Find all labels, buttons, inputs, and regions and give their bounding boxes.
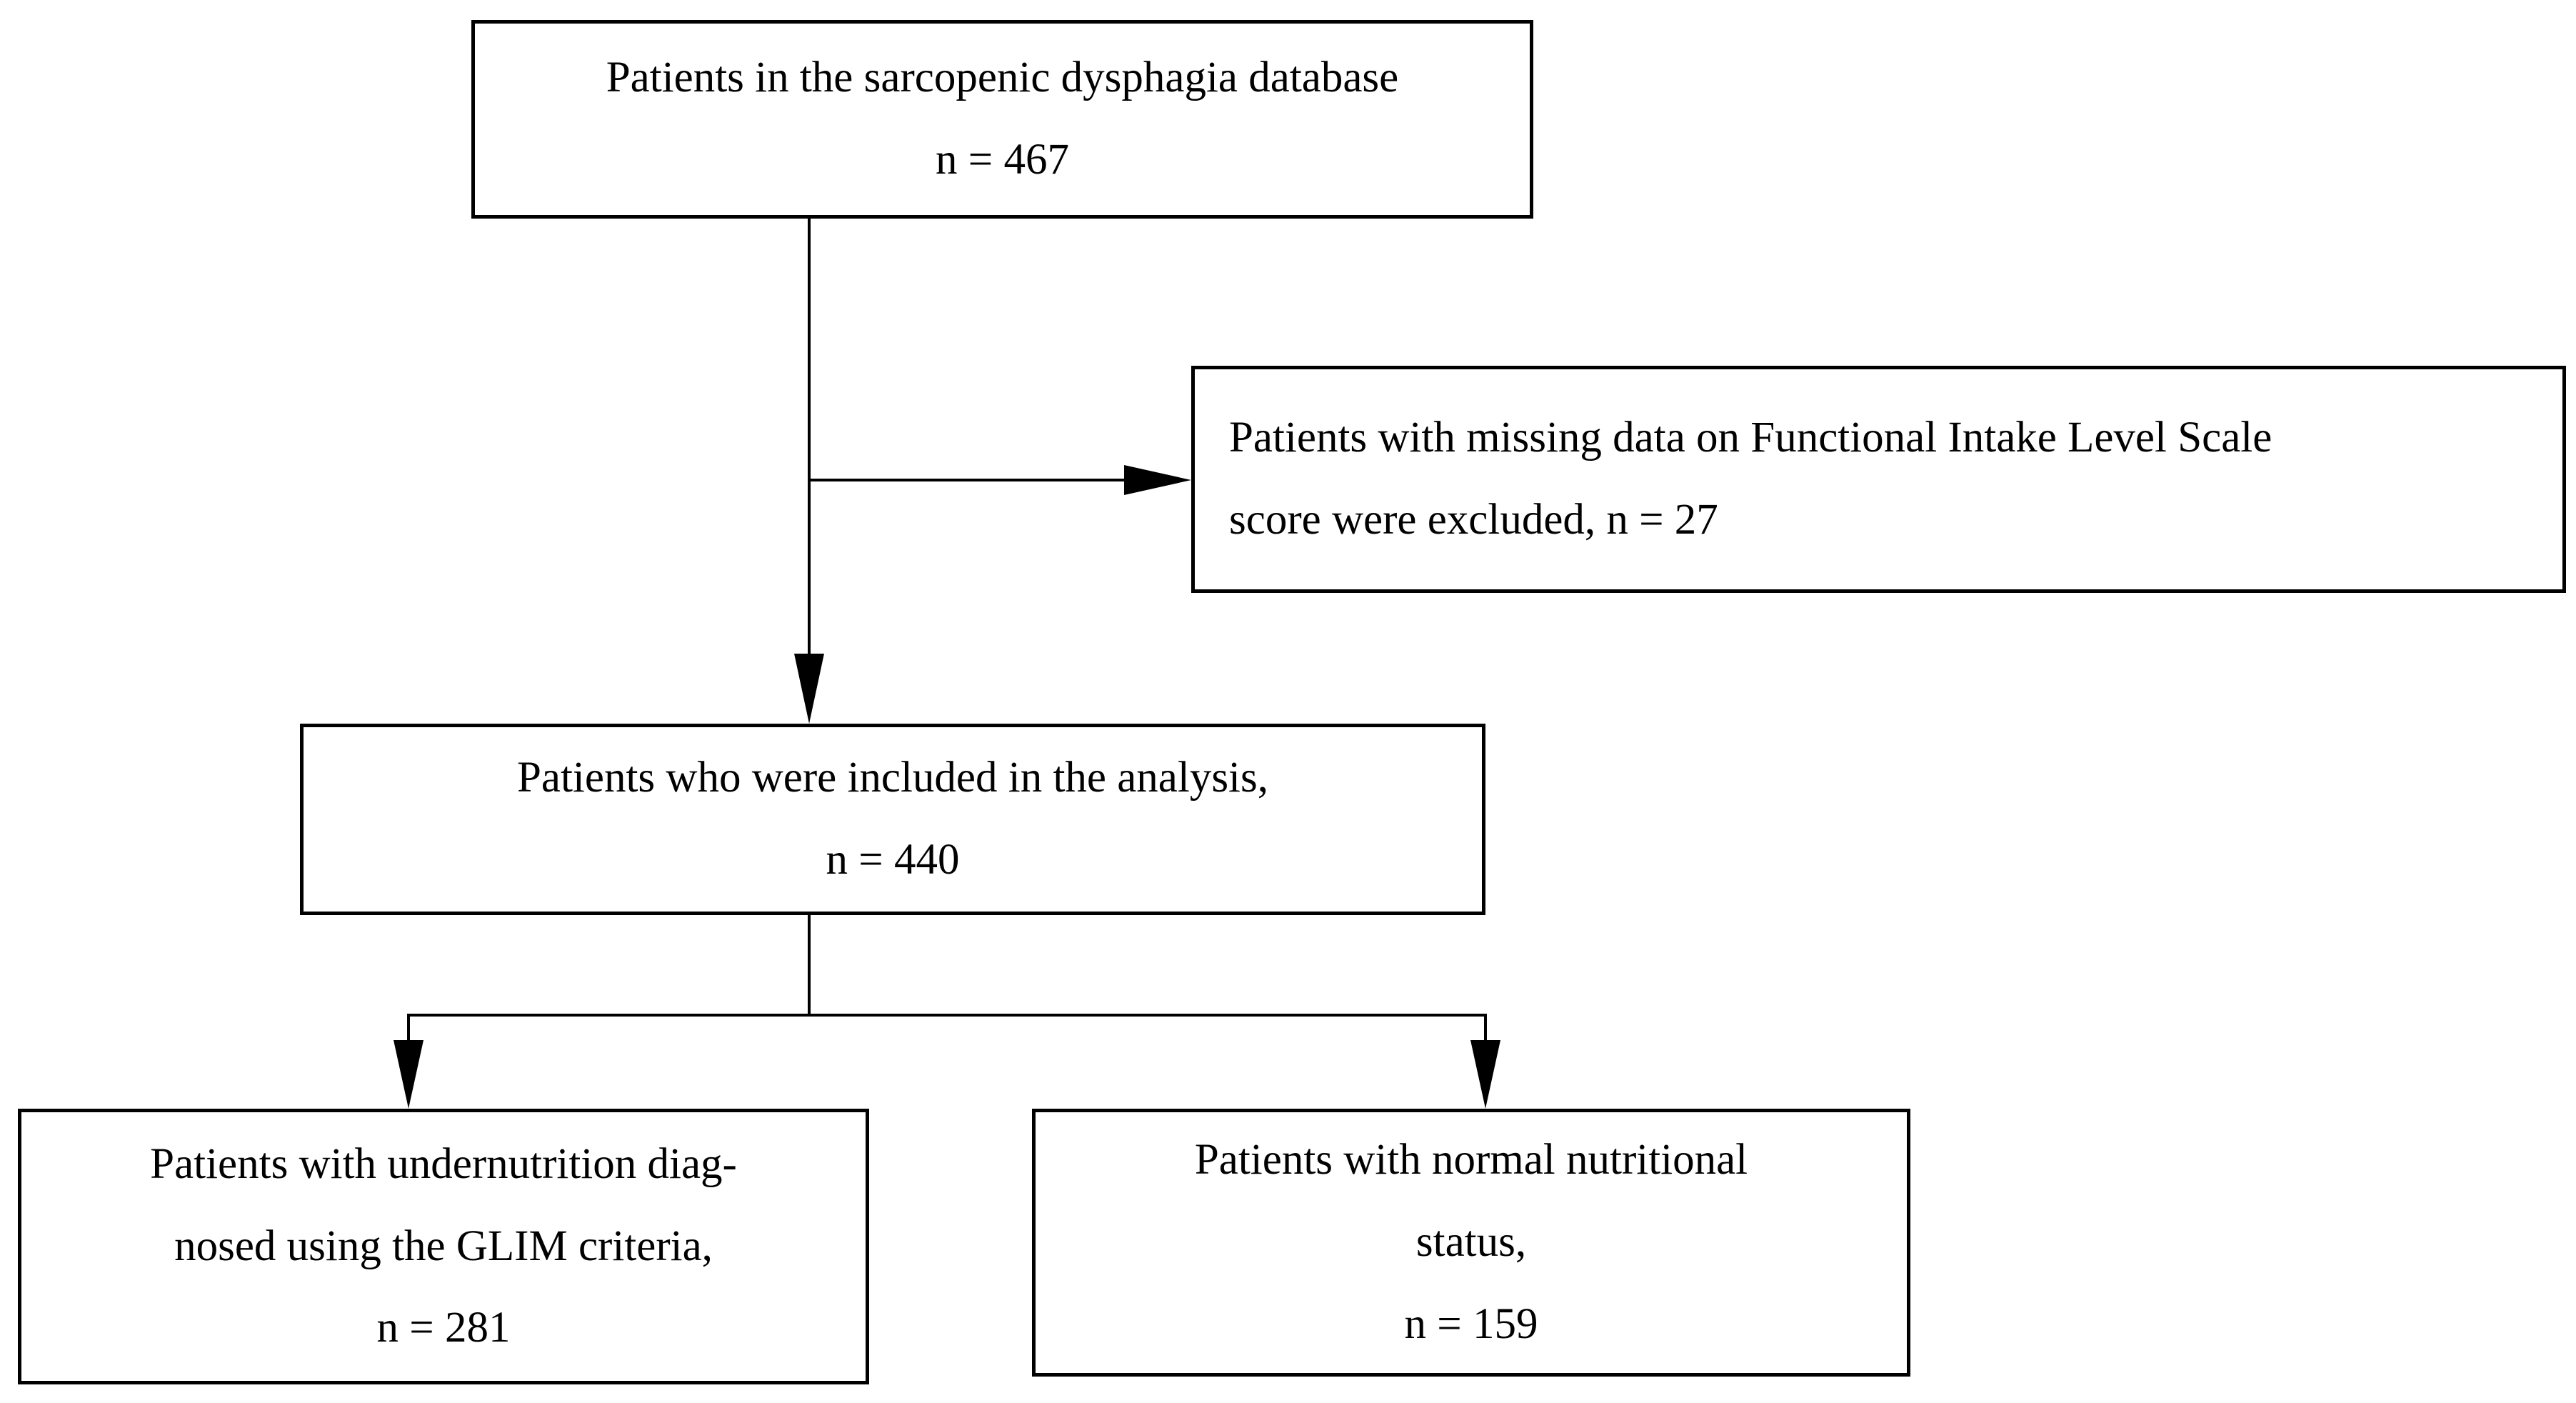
arrowhead-right-excluded-icon xyxy=(1124,465,1191,495)
flow-box-normal: Patients with normal nutritional status,… xyxy=(1032,1109,1910,1377)
box-count-line: n = 467 xyxy=(936,136,1069,184)
box-count-line: score were excluded, n = 27 xyxy=(1229,496,1718,544)
box-text-line: Patients with undernutrition diag- xyxy=(150,1139,737,1188)
arrowhead-down-undernutrition-icon xyxy=(394,1040,424,1109)
flow-box-excluded: Patients with missing data on Functional… xyxy=(1191,366,2566,593)
flow-box-database: Patients in the sarcopenic dysphagia dat… xyxy=(471,20,1533,219)
box-text-line: Patients with missing data on Functional… xyxy=(1229,414,2272,462)
arrowhead-down-normal-icon xyxy=(1470,1040,1500,1109)
box-text-line: Patients who were included in the analys… xyxy=(516,754,1268,802)
box-text-line: status, xyxy=(1415,1218,1527,1267)
arrowhead-down-included-icon xyxy=(794,654,824,724)
flow-box-included: Patients who were included in the analys… xyxy=(300,724,1485,915)
box-text-line: Patients in the sarcopenic dysphagia dat… xyxy=(606,54,1399,102)
flow-box-undernutrition: Patients with undernutrition diag- nosed… xyxy=(18,1109,869,1384)
box-count-line: n = 159 xyxy=(1404,1299,1538,1348)
box-text-line: nosed using the GLIM criteria, xyxy=(174,1222,713,1270)
box-count-line: n = 281 xyxy=(376,1304,511,1352)
box-text-line: Patients with normal nutritional xyxy=(1194,1136,1748,1184)
box-count-line: n = 440 xyxy=(826,836,960,884)
